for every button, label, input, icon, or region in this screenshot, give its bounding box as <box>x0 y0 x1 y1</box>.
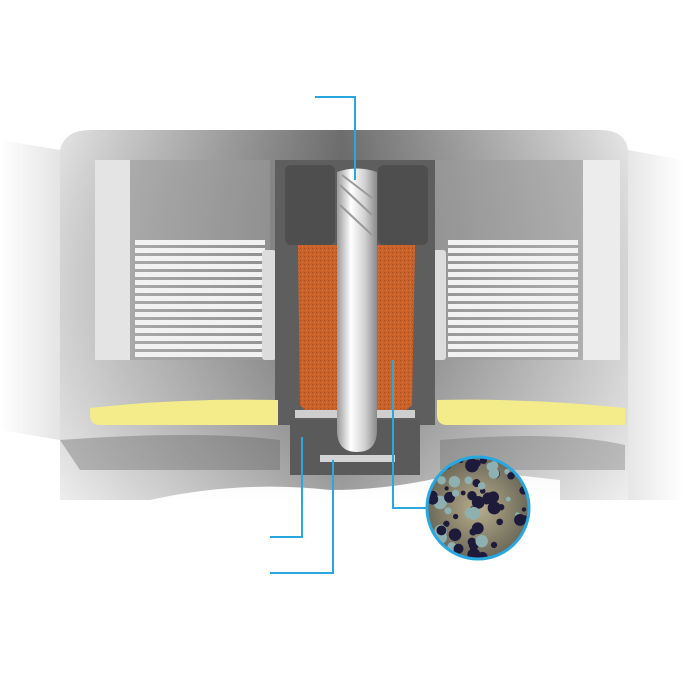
grain <box>477 482 486 490</box>
grain <box>477 551 488 558</box>
stator-lamination <box>448 280 578 285</box>
grain <box>479 488 486 494</box>
grain <box>498 504 505 511</box>
grain <box>467 506 481 520</box>
grain <box>452 489 460 497</box>
stator-left <box>95 160 276 360</box>
thrust-plate <box>320 455 395 462</box>
stator-lamination <box>135 352 265 357</box>
grain <box>428 490 438 500</box>
stator-lamination <box>448 328 578 333</box>
stator-lamination <box>135 256 265 261</box>
grain <box>452 513 459 520</box>
grain <box>490 541 498 549</box>
stator-lamination <box>448 248 578 253</box>
stator-lamination <box>448 240 578 245</box>
stator-lamination <box>448 312 578 317</box>
stator-right <box>432 160 620 360</box>
grain <box>464 476 473 485</box>
grain <box>444 486 449 491</box>
stator-lamination <box>448 272 578 277</box>
callout-housing <box>270 437 303 538</box>
grain <box>504 468 510 475</box>
stator-lamination <box>448 264 578 269</box>
grain <box>505 496 511 502</box>
grain <box>484 499 490 505</box>
stator-lamination <box>135 264 265 269</box>
grain <box>507 472 515 480</box>
stator-lamination <box>448 336 578 341</box>
callout-thrust-plate <box>270 460 334 574</box>
grain <box>471 495 485 509</box>
grain <box>496 518 504 526</box>
grain <box>512 548 521 557</box>
grain <box>453 543 464 554</box>
grain <box>448 528 462 541</box>
grain <box>475 534 488 548</box>
grain <box>460 490 466 496</box>
stator-lamination <box>135 344 265 349</box>
stator-lamination <box>135 248 265 253</box>
shaft <box>337 168 377 452</box>
stator-lamination <box>448 344 578 349</box>
stator-lamination <box>448 296 578 301</box>
stator-lamination <box>135 280 265 285</box>
grain <box>471 522 484 535</box>
grain <box>521 507 527 512</box>
grain <box>448 475 461 488</box>
grain <box>488 468 500 479</box>
grain <box>444 507 452 515</box>
sleeve-microstructure-inset <box>425 455 531 561</box>
stator-lamination <box>135 296 265 301</box>
stator-lamination <box>135 320 265 325</box>
stator-lamination <box>135 288 265 293</box>
pad-right <box>437 399 625 425</box>
grain <box>487 491 499 503</box>
stator-lamination <box>135 272 265 277</box>
callout-shaft <box>315 96 356 180</box>
grain <box>437 476 446 485</box>
stator-lamination <box>448 256 578 261</box>
stator-lamination <box>448 304 578 309</box>
stator-lamination <box>135 304 265 309</box>
stator-lamination <box>448 288 578 293</box>
grain <box>440 552 450 558</box>
pad-left <box>90 399 278 425</box>
stator-lamination <box>135 328 265 333</box>
stator-lamination <box>135 336 265 341</box>
stator-lamination <box>135 240 265 245</box>
grain <box>487 501 501 515</box>
grain <box>465 458 479 473</box>
grain <box>433 543 439 549</box>
stator-lamination <box>448 320 578 325</box>
grain <box>444 491 455 503</box>
callout-sleeve <box>392 360 428 509</box>
stator-lamination <box>448 352 578 357</box>
grain <box>443 520 450 527</box>
stator-lamination <box>135 312 265 317</box>
grain <box>436 525 447 536</box>
